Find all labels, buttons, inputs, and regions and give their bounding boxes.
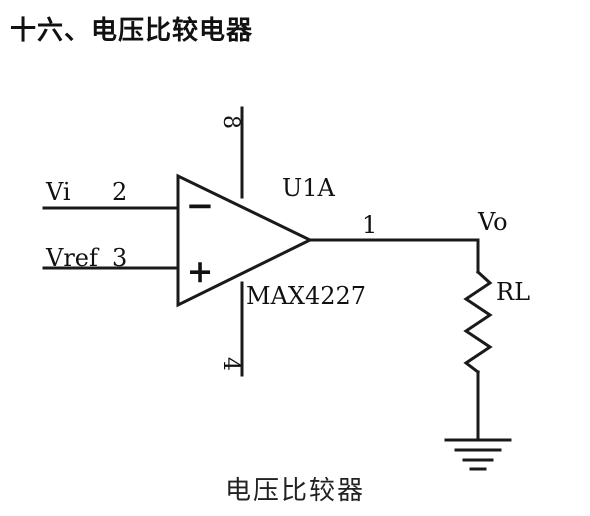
label-vref: Vref <box>45 244 100 272</box>
label-vi: Vi <box>45 178 71 206</box>
minus-sign: − <box>186 186 215 226</box>
label-pin-1: 1 <box>362 211 377 239</box>
label-max4227: MAX4227 <box>246 282 366 310</box>
resistor-rl <box>463 269 493 375</box>
label-pin-8: 8 <box>218 115 243 129</box>
label-pin-3: 3 <box>112 244 127 272</box>
diagram-caption: 电压比较器 <box>224 476 365 506</box>
label-u1a: U1A <box>282 174 335 202</box>
label-pin-2: 2 <box>112 178 127 206</box>
op-amp-triangle <box>176 173 314 308</box>
label-rl: RL <box>496 278 530 306</box>
label-vo: Vo <box>477 208 508 236</box>
section-heading: 十六、电压比较电器 <box>10 16 254 46</box>
plus-sign: + <box>187 252 214 290</box>
label-pin-4: 4 <box>218 357 243 371</box>
